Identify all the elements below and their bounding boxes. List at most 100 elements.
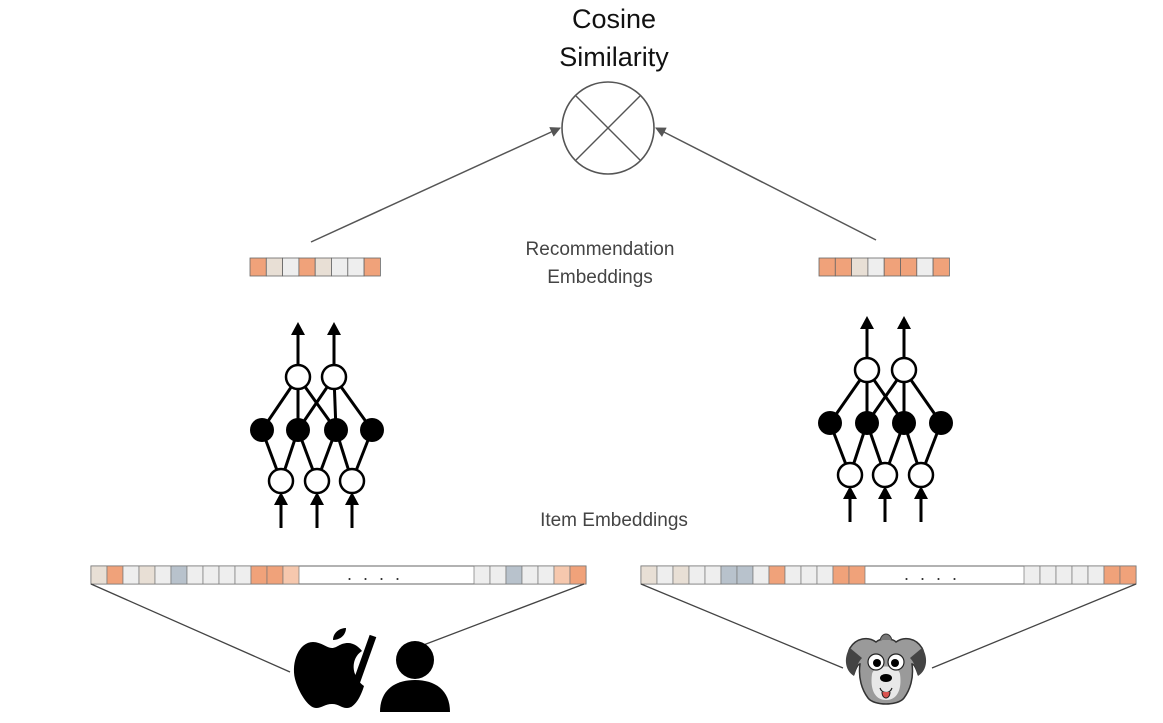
embedding-cell [537,565,555,585]
cosine-operator-icon [561,81,655,175]
left-input-line-a [90,583,291,673]
embedding-cell [106,565,124,585]
embedding-cell [521,565,539,585]
embedding-cell [720,565,738,585]
embedding-cell [569,565,587,585]
embedding-cell [314,257,332,277]
right-item-embedding [640,565,1137,585]
embedding-cell [122,565,140,585]
hidden-dense-node [929,411,953,435]
hidden-dense-node [818,411,842,435]
recommendation-label-line-2: Embeddings [547,267,653,288]
input-arrow-head [274,492,288,505]
embedding-cell [834,257,852,277]
embedding-cell [347,257,365,277]
embedding-cell [489,565,507,585]
input-arrow-head [843,486,857,499]
embedding-cell [282,257,300,277]
embedding-cell [832,565,850,585]
item-embeddings-label: Item Embeddings [540,510,688,531]
embedding-cell [916,257,934,277]
embedding-cell [249,257,267,277]
hidden-dense-node [855,411,879,435]
embedding-cell [363,257,381,277]
user-icon [380,641,450,712]
embedding-cell [138,565,156,585]
output-arrow-head [860,316,874,329]
embedding-cell [331,257,349,277]
embedding-cell [265,257,283,277]
right-similarity-arrow [655,127,877,241]
embedding-cell [202,565,220,585]
left-input-line-b [404,583,585,653]
apple-icon [293,628,364,708]
hidden-dense-node [286,418,310,442]
embedding-cell [800,565,818,585]
embedding-cell [282,565,300,585]
dog-icon [845,633,927,705]
title-line-1: Cosine [572,4,656,34]
embedding-cell [1103,565,1121,585]
output-node [853,356,881,384]
embedding-cell [1055,565,1073,585]
hidden-dense-node [892,411,916,435]
embedding-cell [688,565,706,585]
output-arrow-head [291,322,305,335]
output-arrow-head [897,316,911,329]
embedding-cell [851,257,869,277]
embedding-cell [1087,565,1105,585]
left-item-embedding [90,565,587,585]
embedding-cell [553,565,571,585]
embedding-cell [900,257,918,277]
input-arrow-head [310,492,324,505]
embedding-cell [640,565,658,585]
embedding-cell [250,565,268,585]
embedding-cell [186,565,204,585]
left-ellipsis: . . . . [347,564,403,584]
embedding-cell [736,565,754,585]
right-input-line-a [640,583,844,669]
embedding-cell [154,565,172,585]
hidden-input-node [871,461,899,489]
embedding-cell [1119,565,1137,585]
embedding-cell [1039,565,1057,585]
hidden-dense-node [324,418,348,442]
embedding-cell [704,565,722,585]
left-recommendation-embedding [249,257,381,277]
embedding-cell [784,565,802,585]
right-neural-tower [818,316,953,522]
embedding-cell [818,257,836,277]
input-arrow-head [345,492,359,505]
input-arrow-head [914,486,928,499]
hidden-dense-node [250,418,274,442]
title-line-2: Similarity [559,42,669,72]
embedding-cell [672,565,690,585]
embedding-cell [752,565,770,585]
hidden-input-node [836,461,864,489]
embedding-cell [768,565,786,585]
right-ellipsis: . . . . [904,564,960,584]
embedding-cell [505,565,523,585]
left-similarity-arrow [310,127,561,243]
hidden-input-node [907,461,935,489]
embedding-cell [90,565,108,585]
left-neural-tower [250,322,384,528]
embedding-cell [218,565,236,585]
embedding-cell [473,565,491,585]
embedding-cell [932,257,950,277]
embedding-cell [867,257,885,277]
slash-separator [344,634,377,708]
embedding-cell [266,565,284,585]
embedding-cell [816,565,834,585]
output-arrow-head [327,322,341,335]
recommendation-label-line-1: Recommendation [526,239,675,260]
right-recommendation-embedding [818,257,950,277]
hidden-input-node [338,467,366,495]
output-node [284,363,312,391]
embedding-cell [1023,565,1041,585]
hidden-input-node [303,467,331,495]
output-node [320,363,348,391]
right-input-line-b [931,583,1137,669]
embedding-cell [298,257,316,277]
